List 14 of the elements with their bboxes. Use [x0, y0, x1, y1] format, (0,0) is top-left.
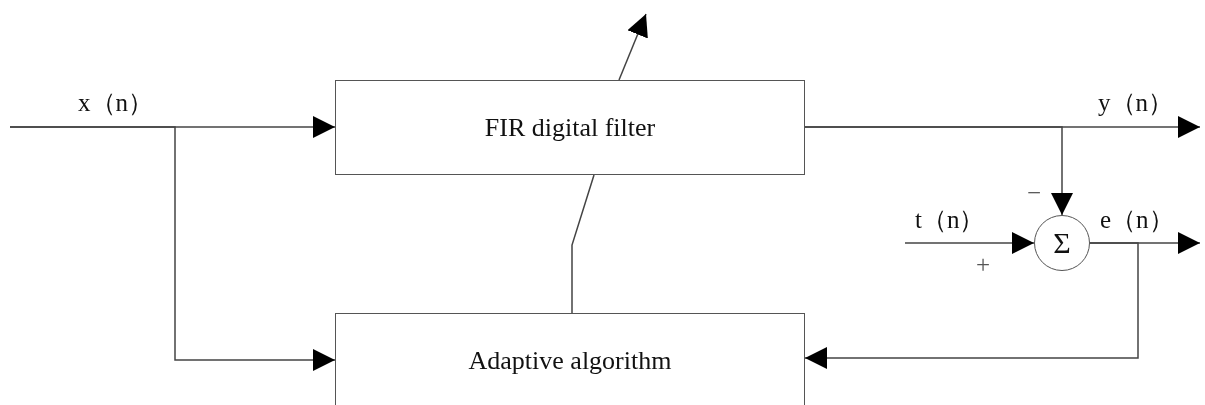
process-box: Adaptive algorithm — [335, 313, 805, 405]
arrow — [804, 242, 1139, 369]
signal-label: y（n） — [1098, 88, 1173, 118]
arrow — [804, 126, 1073, 216]
signal-label: x（n） — [78, 88, 153, 118]
sign-label: − — [1027, 178, 1042, 208]
sign-label: + — [976, 250, 991, 280]
process-box: FIR digital filter — [335, 80, 805, 175]
signal-label: e（n） — [1100, 205, 1174, 235]
signal-label: t（n） — [915, 205, 985, 235]
summing-junction: Σ — [1034, 215, 1090, 271]
arrow — [9, 126, 336, 371]
arrow — [904, 232, 1035, 254]
connector-line — [571, 174, 595, 314]
